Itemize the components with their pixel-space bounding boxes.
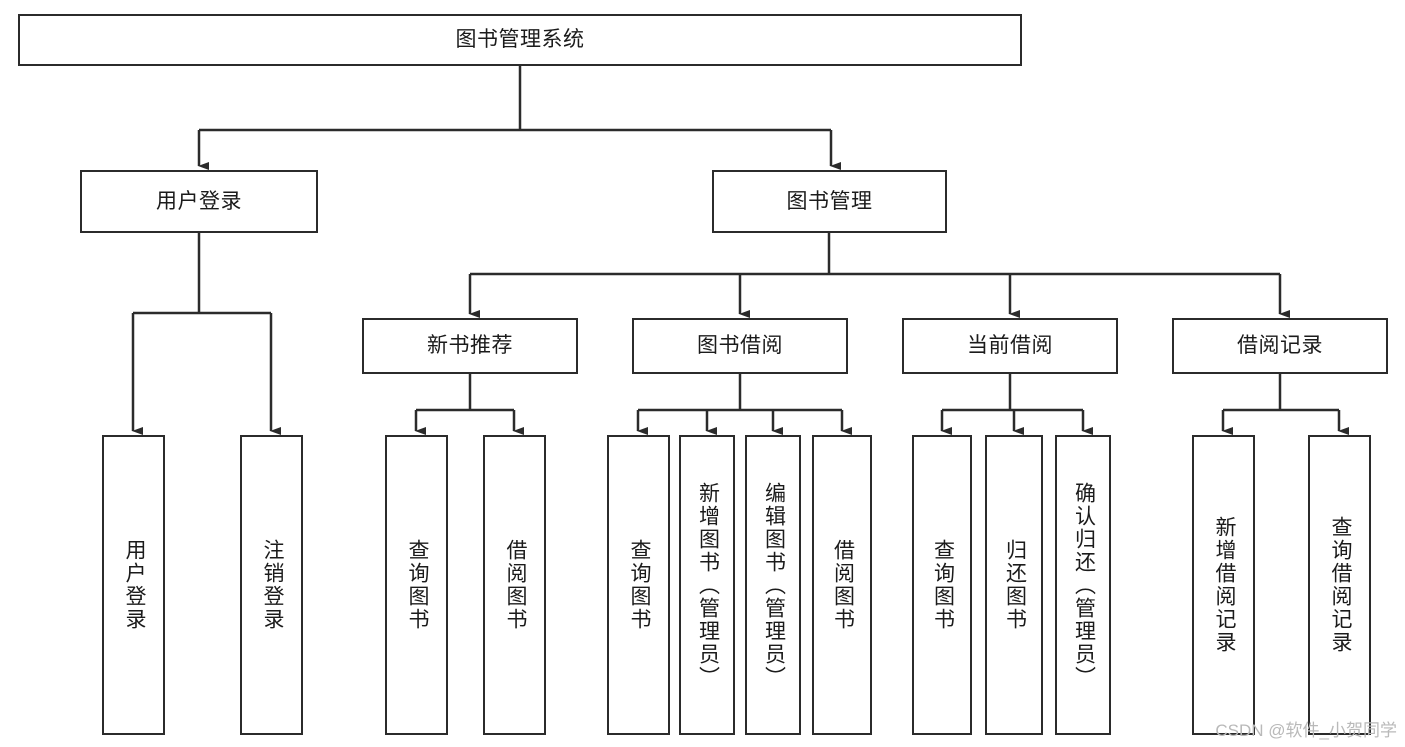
node-book-manage[interactable]: 图书管理 [712, 170, 947, 233]
node-leaf-query-book-1-label: 查询图书 [405, 539, 429, 631]
node-leaf-query-book-3-label: 查询图书 [931, 539, 955, 631]
node-leaf-confirm-return[interactable]: 确认归还（管理员） [1055, 435, 1111, 735]
node-leaf-logout[interactable]: 注销登录 [240, 435, 303, 735]
node-leaf-borrow-book-2-label: 借阅图书 [831, 539, 855, 631]
node-leaf-return-book-label: 归还图书 [1003, 539, 1027, 631]
connector-group-user-login [131, 233, 281, 435]
node-leaf-query-book-1[interactable]: 查询图书 [385, 435, 448, 735]
node-leaf-borrow-book-2[interactable]: 借阅图书 [812, 435, 872, 735]
node-leaf-query-record[interactable]: 查询借阅记录 [1308, 435, 1371, 735]
node-leaf-query-book-2-label: 查询图书 [627, 539, 651, 631]
watermark-text: CSDN @软件_小贺同学 [1215, 721, 1397, 740]
node-leaf-edit-book-label: 编辑图书（管理员） [762, 481, 786, 689]
node-leaf-return-book[interactable]: 归还图书 [985, 435, 1043, 735]
node-book-manage-label: 图书管理 [786, 189, 873, 213]
node-leaf-borrow-book-1-label: 借阅图书 [503, 539, 527, 631]
connector-group-borrow-record [1221, 374, 1349, 435]
node-leaf-query-record-label: 查询借阅记录 [1328, 516, 1352, 654]
node-leaf-confirm-return-label: 确认归还（管理员） [1072, 481, 1096, 689]
node-leaf-add-record-label: 新增借阅记录 [1212, 516, 1236, 654]
connector-group-book-borrow [636, 374, 852, 435]
node-user-login[interactable]: 用户登录 [80, 170, 318, 233]
connector-group-root [197, 66, 841, 170]
node-root[interactable]: 图书管理系统 [18, 14, 1022, 66]
node-root-label: 图书管理系统 [455, 28, 585, 52]
node-leaf-query-book-3[interactable]: 查询图书 [912, 435, 972, 735]
node-borrow-record[interactable]: 借阅记录 [1172, 318, 1388, 374]
node-new-book-recommend[interactable]: 新书推荐 [362, 318, 578, 374]
node-book-borrow-label: 图书借阅 [697, 334, 783, 358]
node-leaf-user-login-label: 用户登录 [122, 539, 146, 631]
node-borrow-record-label: 借阅记录 [1237, 334, 1323, 358]
node-leaf-user-login[interactable]: 用户登录 [102, 435, 165, 735]
node-leaf-add-book[interactable]: 新增图书（管理员） [679, 435, 735, 735]
node-new-book-recommend-label: 新书推荐 [427, 334, 513, 358]
node-current-borrow[interactable]: 当前借阅 [902, 318, 1118, 374]
node-leaf-edit-book[interactable]: 编辑图书（管理员） [745, 435, 801, 735]
node-leaf-add-book-label: 新增图书（管理员） [696, 481, 720, 689]
node-leaf-logout-label: 注销登录 [260, 539, 284, 631]
node-user-login-label: 用户登录 [156, 189, 242, 213]
node-leaf-borrow-book-1[interactable]: 借阅图书 [483, 435, 546, 735]
connector-group-new-book-recommend [414, 374, 524, 435]
node-leaf-add-record[interactable]: 新增借阅记录 [1192, 435, 1255, 735]
node-leaf-query-book-2[interactable]: 查询图书 [607, 435, 670, 735]
connector-group-book-manage [468, 233, 1290, 318]
node-book-borrow[interactable]: 图书借阅 [632, 318, 848, 374]
connector-group-current-borrow [940, 374, 1093, 435]
node-current-borrow-label: 当前借阅 [967, 334, 1053, 358]
